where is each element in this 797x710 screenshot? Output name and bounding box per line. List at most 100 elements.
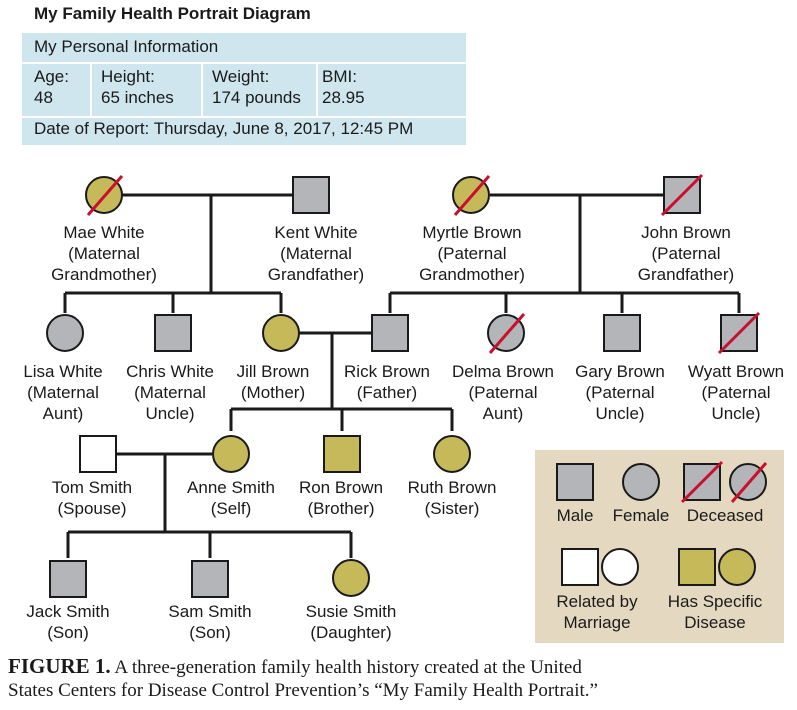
person-name: Chris White bbox=[126, 362, 214, 381]
legend-female-icon bbox=[622, 463, 660, 501]
person-relation: (Maternal bbox=[280, 244, 352, 263]
person-name: Gary Brown bbox=[575, 362, 665, 381]
sibling-line bbox=[63, 291, 283, 313]
person-name: Anne Smith bbox=[187, 478, 275, 497]
ruth-brown-symbol bbox=[433, 435, 471, 473]
person-relation: Uncle) bbox=[711, 404, 760, 423]
deceased-mark bbox=[453, 175, 491, 216]
legend-disease-label: Has Specific bbox=[668, 592, 763, 611]
person-relation: Aunt) bbox=[43, 404, 84, 423]
person-name: Kent White bbox=[274, 223, 357, 242]
figure-caption: FIGURE 1. A three-generation family heal… bbox=[8, 655, 793, 702]
person-relation: Grandfather) bbox=[268, 265, 364, 284]
deceased-mark bbox=[730, 462, 768, 503]
person-relation: (Paternal bbox=[469, 383, 538, 402]
diagram-title: My Family Health Portrait Diagram bbox=[34, 4, 311, 23]
person-name: Mae White bbox=[63, 223, 144, 242]
person-name: Sam Smith bbox=[168, 602, 251, 621]
person-relation: (Paternal bbox=[702, 383, 771, 402]
person-name: Myrtle Brown bbox=[422, 223, 521, 242]
parent-generation-symbols bbox=[46, 311, 761, 355]
person-relation: (Brother) bbox=[307, 499, 374, 518]
caption-line: FIGURE 1. A three-generation family heal… bbox=[8, 655, 793, 679]
person-relation: (Maternal bbox=[134, 383, 206, 402]
deceased-mark bbox=[86, 175, 124, 216]
person-relation: (Son) bbox=[189, 623, 231, 642]
chris-white-symbol bbox=[154, 314, 192, 352]
person-relation: Aunt) bbox=[483, 404, 524, 423]
pedigree-chart: Mae White (Maternal Grandmother) Kent Wh… bbox=[23, 173, 784, 643]
bmi-cell: BMI: 28.95 bbox=[322, 66, 365, 108]
person-relation: Grandmother) bbox=[51, 265, 157, 284]
person-relation: (Self) bbox=[211, 499, 252, 518]
sam-smith-symbol bbox=[191, 560, 229, 598]
deceased-mark bbox=[680, 460, 724, 504]
caption-text: A three-generation family health history… bbox=[114, 657, 582, 678]
person-relation: (Paternal bbox=[652, 244, 721, 263]
weight-value: 174 pounds bbox=[212, 88, 301, 107]
legend-male-label: Male bbox=[557, 506, 594, 525]
legend-disease-female-icon bbox=[718, 548, 756, 586]
person-relation: (Spouse) bbox=[58, 499, 127, 518]
person-name: Jill Brown bbox=[237, 362, 310, 381]
divider bbox=[22, 116, 466, 118]
sibling-line bbox=[229, 407, 454, 431]
person-relation: (Paternal bbox=[438, 244, 507, 263]
personal-info-panel: My Personal Information Age: 48 Height: … bbox=[22, 33, 466, 145]
person-relation: (Father) bbox=[357, 383, 417, 402]
height-value: 65 inches bbox=[101, 88, 174, 107]
person-name: Delma Brown bbox=[452, 362, 554, 381]
person-name: Susie Smith bbox=[306, 602, 397, 621]
legend-disease-male-icon bbox=[678, 548, 716, 586]
legend-marriage-female-icon bbox=[601, 548, 639, 586]
person-name: Ron Brown bbox=[299, 478, 383, 497]
legend-marriage-label: Marriage bbox=[563, 613, 630, 632]
legend-male-icon bbox=[556, 463, 594, 501]
person-name: Wyatt Brown bbox=[688, 362, 784, 381]
self-generation-symbols bbox=[79, 435, 471, 473]
divider bbox=[90, 63, 92, 116]
deceased-mark bbox=[488, 313, 526, 354]
deceased-mark bbox=[660, 173, 704, 217]
person-relation: Grandmother) bbox=[419, 265, 525, 284]
divider bbox=[201, 63, 203, 116]
person-relation: (Sister) bbox=[425, 499, 480, 518]
deceased-mark bbox=[717, 311, 761, 355]
legend-deceased-label: Deceased bbox=[687, 506, 764, 525]
jill-brown-symbol bbox=[262, 314, 300, 352]
age-value: 48 bbox=[34, 88, 53, 107]
person-relation: (Daughter) bbox=[310, 623, 391, 642]
weight-label: Weight: bbox=[212, 67, 270, 86]
bmi-label: BMI: bbox=[322, 67, 357, 86]
jack-smith-symbol bbox=[49, 560, 87, 598]
person-labels: Mae White (Maternal Grandmother) Kent Wh… bbox=[23, 223, 784, 642]
person-relation: Uncle) bbox=[595, 404, 644, 423]
caption-label: FIGURE 1. bbox=[8, 654, 111, 678]
divider bbox=[316, 63, 318, 116]
person-name: Tom Smith bbox=[52, 478, 132, 497]
caption-line: States Centers for Disease Control Preve… bbox=[8, 680, 598, 701]
legend-female-label: Female bbox=[613, 506, 670, 525]
personal-info-heading: My Personal Information bbox=[34, 37, 219, 56]
person-name: Lisa White bbox=[23, 362, 102, 381]
person-relation: Grandfather) bbox=[638, 265, 734, 284]
person-name: John Brown bbox=[641, 223, 731, 242]
anne-smith-symbol bbox=[212, 435, 250, 473]
gary-brown-symbol bbox=[603, 314, 641, 352]
tom-smith-symbol bbox=[79, 435, 117, 473]
ron-brown-symbol bbox=[323, 435, 361, 473]
person-relation: (Mother) bbox=[241, 383, 305, 402]
legend-marriage-label: Related by bbox=[556, 592, 638, 611]
person-name: Jack Smith bbox=[26, 602, 109, 621]
person-name: Ruth Brown bbox=[408, 478, 497, 497]
connector-lines bbox=[63, 193, 741, 558]
bmi-value: 28.95 bbox=[322, 88, 365, 107]
legend-marriage-male-icon bbox=[561, 548, 599, 586]
person-name: Rick Brown bbox=[344, 362, 430, 381]
person-relation: Uncle) bbox=[145, 404, 194, 423]
person-relation: (Paternal bbox=[586, 383, 655, 402]
person-relation: (Maternal bbox=[68, 244, 140, 263]
report-date: Date of Report: Thursday, June 8, 2017, … bbox=[34, 119, 414, 138]
sibling-line bbox=[388, 291, 741, 313]
sibling-line bbox=[66, 530, 353, 558]
